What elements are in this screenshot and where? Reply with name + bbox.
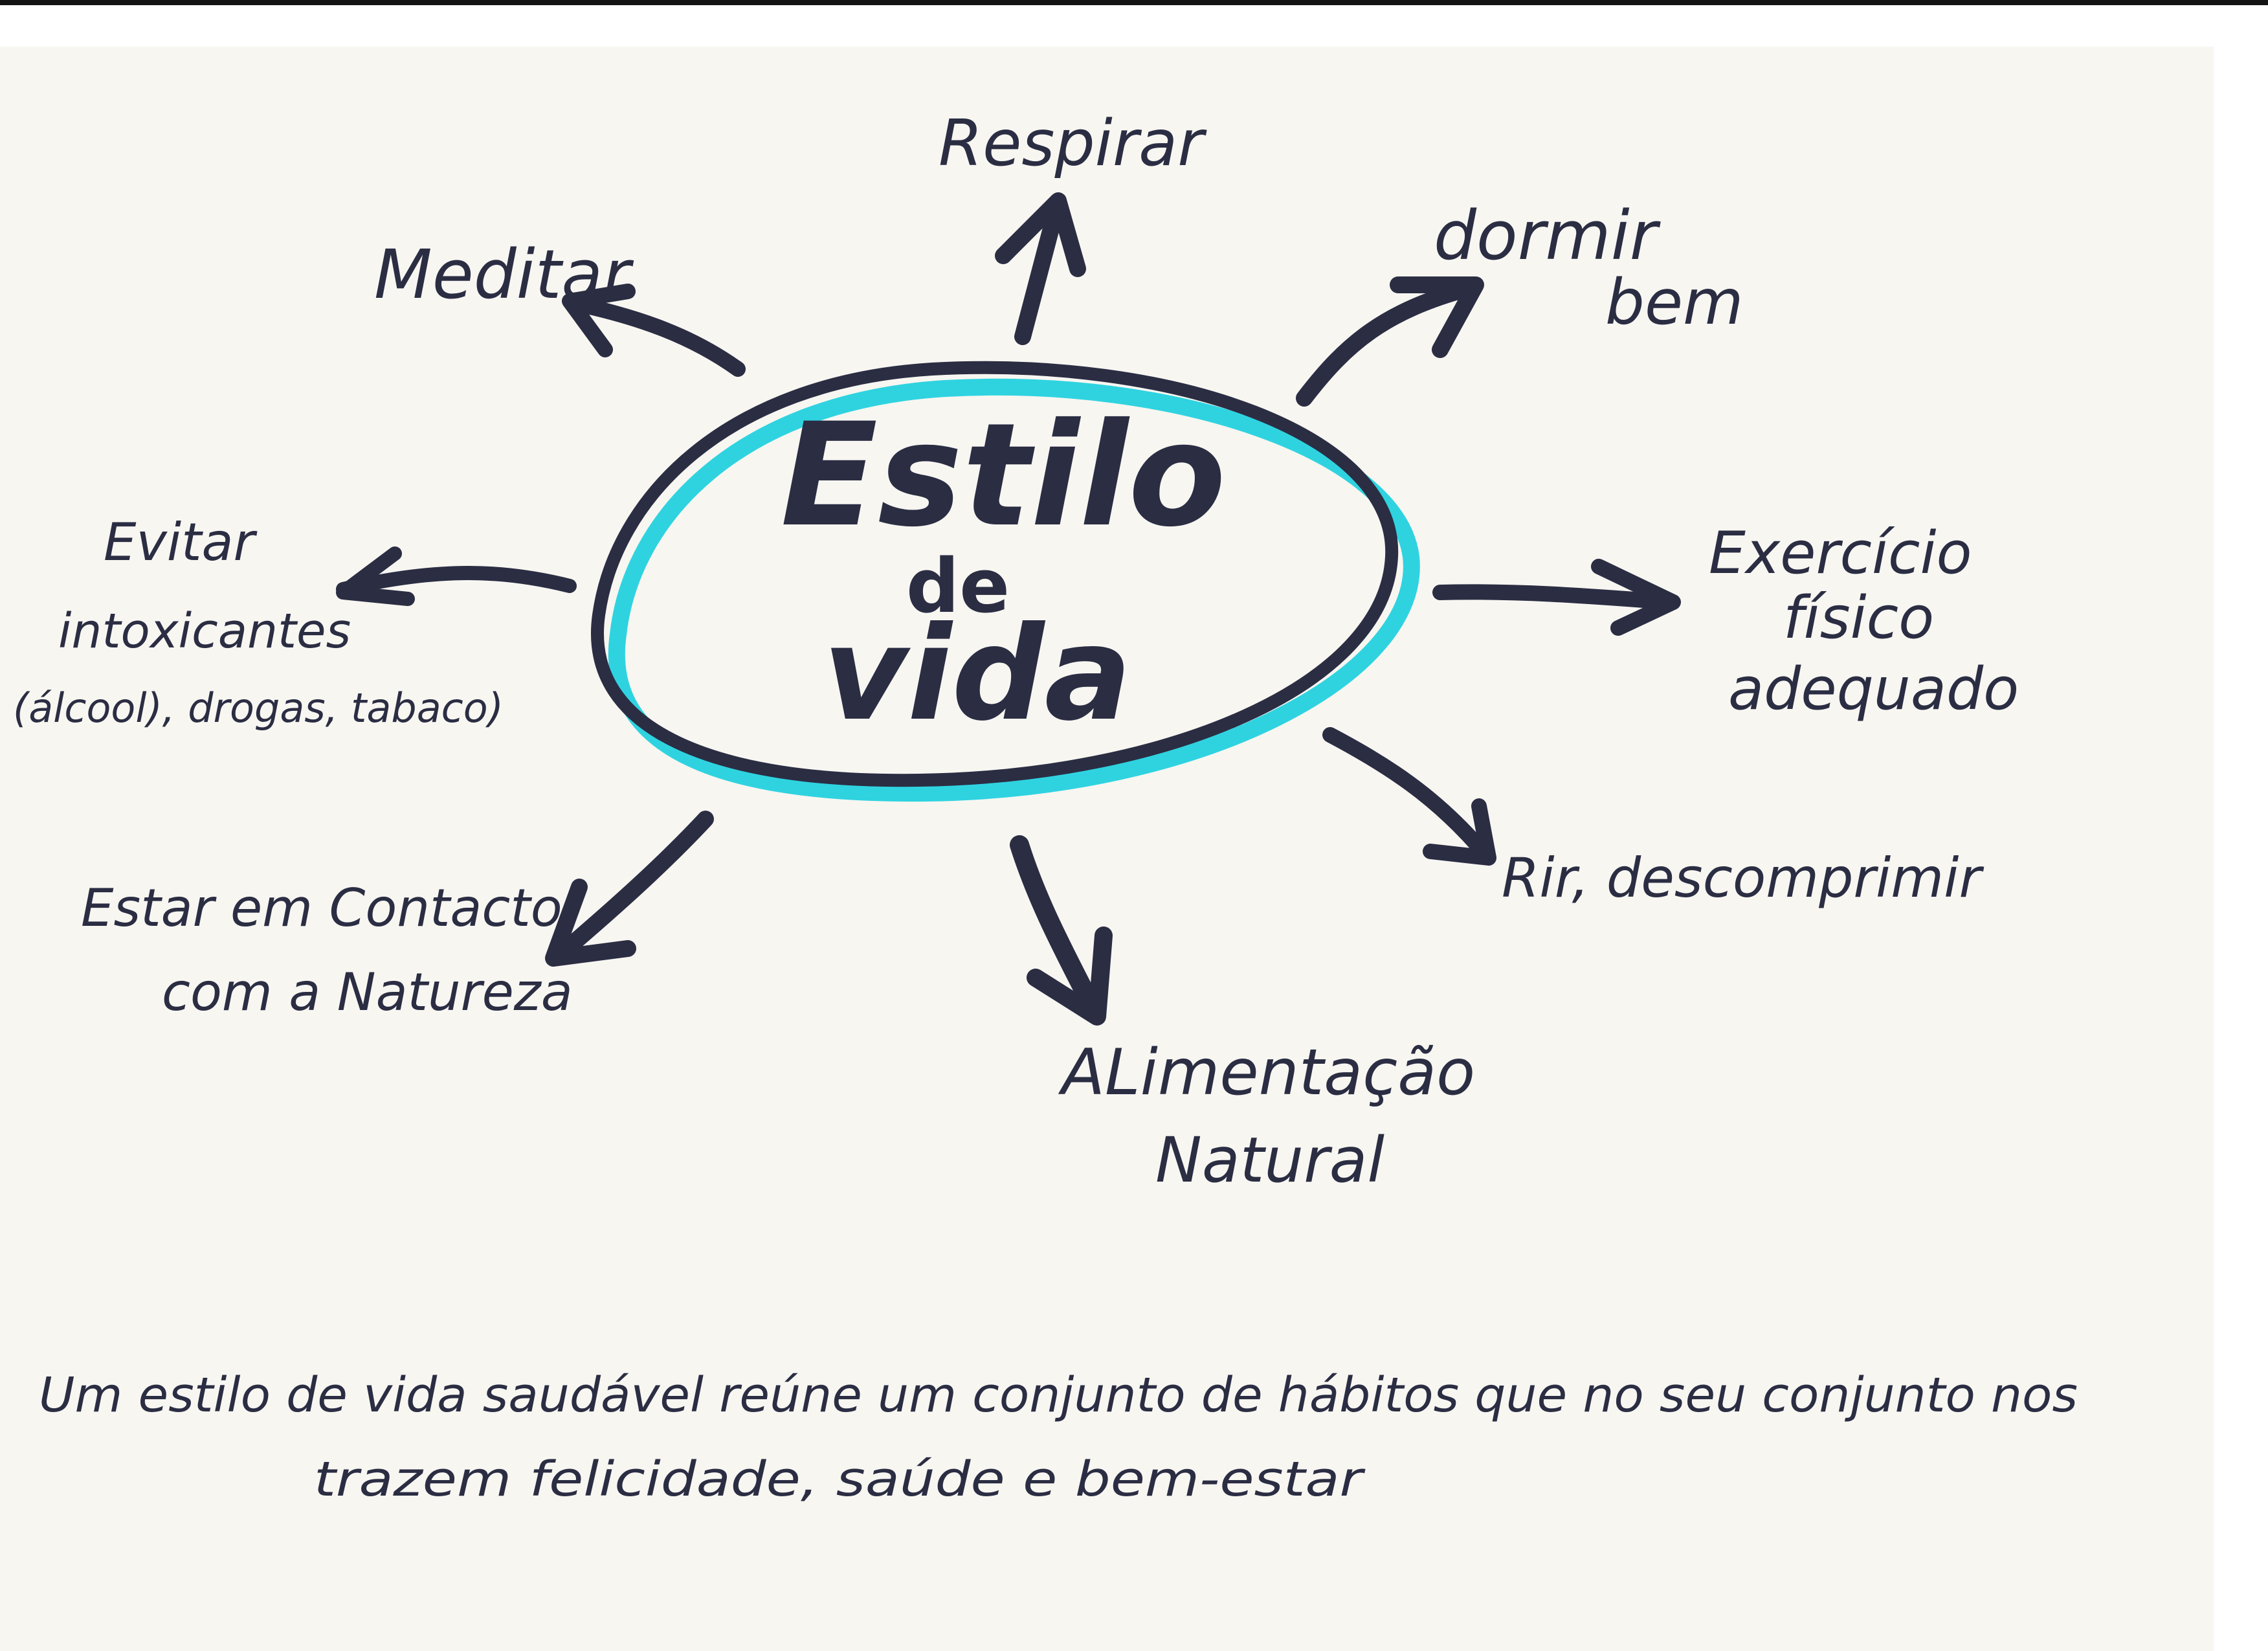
label-natureza-line1: Estar em Contacto [81,878,562,938]
label-exercicio-line1: Exercício [1709,519,1972,587]
summary-line1: Um estilo de vida saudável reúne um conj… [39,1367,2078,1423]
label-alimentacao-line1: ALimentação [1058,1036,1475,1110]
arrow-dormir [1296,276,1484,407]
label-rir: Rir, descomprimir [1502,846,1984,910]
arrow-evitar [336,546,577,606]
label-dormir-line1: dormir [1434,196,1662,275]
scan-top-edge [0,0,2268,5]
arrow-meditar [562,284,746,377]
arrow-respirar [995,192,1086,345]
center-title-line1: Estilo [781,392,1226,558]
label-evitar-line3: (álcool), drogas, tabaco) [13,684,504,732]
arrow-alimentacao [1010,835,1113,1026]
label-respirar: Respirar [939,107,1207,181]
label-exercicio-line2: físico [1783,584,1934,652]
arrow-exercicio [1432,559,1681,636]
center-title-line3: vida [823,599,1131,750]
label-natureza-line2: com a Natureza [162,962,573,1022]
label-dormir-line2: bem [1605,266,1744,339]
label-evitar-line1: Evitar [104,512,258,572]
center-ellipse [591,361,1399,787]
arrow-natureza [545,811,714,967]
paper-sheet [0,47,2214,1651]
center-title-line2: de [906,543,1010,630]
label-evitar-line2: intoxicantes [58,603,351,659]
label-exercicio-line3: adequado [1728,655,2019,723]
label-alimentacao-line2: Natural [1155,1124,1384,1196]
arrow-rir [1322,727,1496,866]
label-meditar: Meditar [374,235,634,314]
summary-line2: trazem felicidade, saúde e bem-estar [314,1452,1366,1507]
center-ellipse-highlight [608,378,1420,802]
